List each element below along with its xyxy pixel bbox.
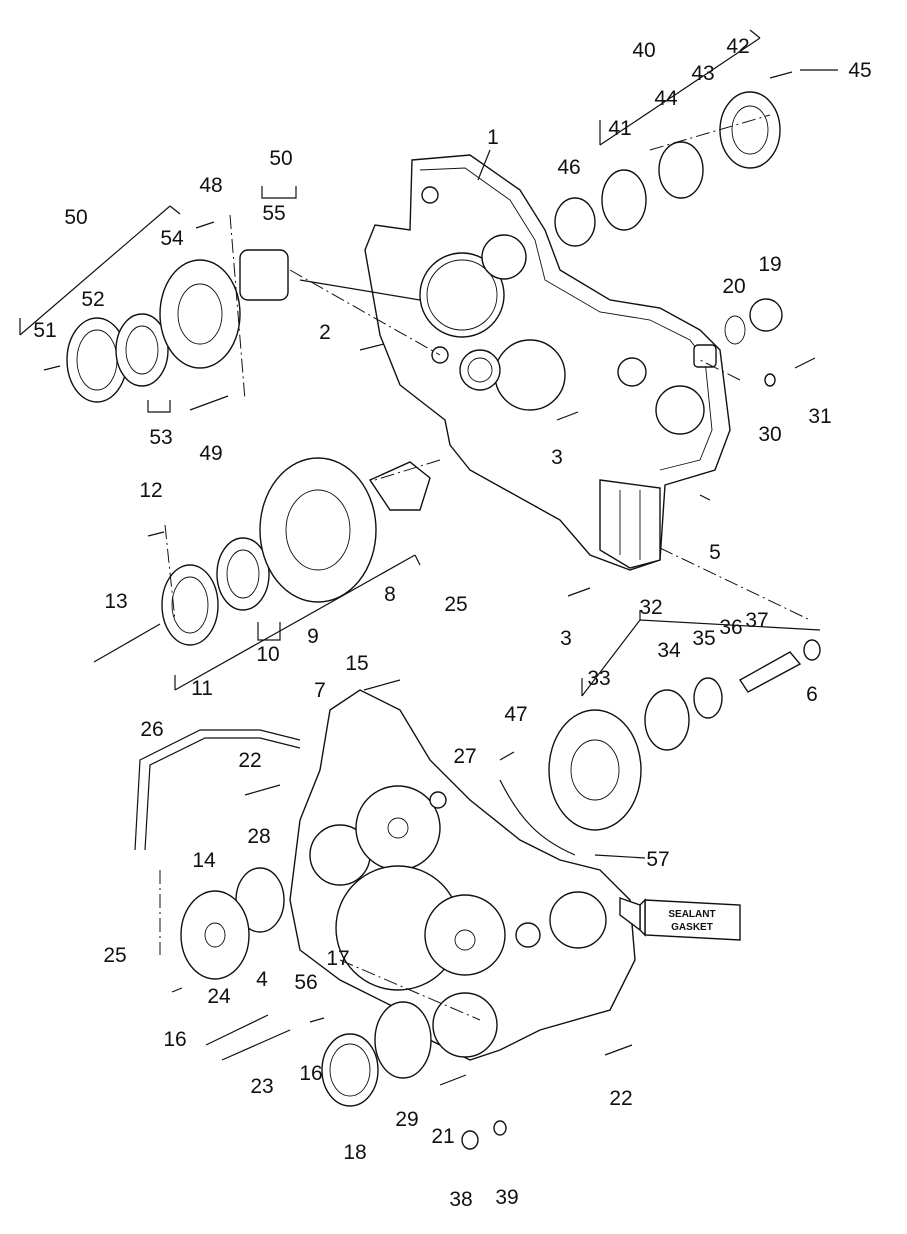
callout-47: 47 bbox=[504, 703, 527, 726]
callout-31: 31 bbox=[808, 405, 831, 428]
callout-30: 30 bbox=[758, 423, 781, 446]
callout-22: 22 bbox=[238, 749, 261, 772]
callout-35: 35 bbox=[692, 627, 715, 650]
callout-11: 11 bbox=[191, 677, 213, 700]
callout-48: 48 bbox=[199, 174, 222, 197]
callout-46: 46 bbox=[557, 156, 580, 179]
callout-21: 21 bbox=[431, 1125, 454, 1148]
callout-40: 40 bbox=[632, 39, 655, 62]
callout-16: 16 bbox=[299, 1062, 322, 1085]
callout-8: 8 bbox=[384, 583, 396, 606]
callout-24: 24 bbox=[207, 985, 231, 1008]
idler-gear-assembly-top bbox=[43, 221, 289, 411]
callout-32: 32 bbox=[639, 596, 662, 619]
leader-lines bbox=[19, 29, 838, 859]
callout-56: 56 bbox=[294, 971, 317, 994]
callout-15: 15 bbox=[345, 652, 368, 675]
callout-22: 22 bbox=[609, 1087, 632, 1110]
callout-17: 17 bbox=[326, 947, 349, 970]
callout-3: 3 bbox=[560, 627, 572, 650]
idler-gear-assembly-middle bbox=[93, 457, 431, 691]
callout-4: 4 bbox=[256, 968, 268, 991]
callout-52: 52 bbox=[81, 288, 104, 311]
lower-gear-assembly bbox=[548, 639, 821, 831]
callout-9: 9 bbox=[307, 625, 319, 648]
callout-19: 19 bbox=[758, 253, 781, 276]
callout-5: 5 bbox=[709, 541, 721, 564]
callout-36: 36 bbox=[719, 616, 742, 639]
callout-14: 14 bbox=[192, 849, 216, 872]
callout-7: 7 bbox=[314, 679, 326, 702]
gear-case-housing bbox=[364, 154, 731, 571]
callout-2: 2 bbox=[319, 321, 331, 344]
callout-3: 3 bbox=[551, 446, 563, 469]
callout-6: 6 bbox=[806, 683, 818, 706]
callout-54: 54 bbox=[160, 227, 184, 250]
callout-12: 12 bbox=[139, 479, 162, 502]
callout-26: 26 bbox=[140, 718, 163, 741]
sealant-tube-label-line1: SEALANT bbox=[668, 909, 715, 920]
top-right-gear-parts bbox=[554, 71, 793, 247]
callout-49: 49 bbox=[199, 442, 222, 465]
callout-45: 45 bbox=[848, 59, 871, 82]
callout-1: 1 bbox=[487, 126, 499, 149]
callout-34: 34 bbox=[657, 639, 681, 662]
callout-42: 42 bbox=[726, 35, 749, 58]
callout-51: 51 bbox=[33, 319, 56, 342]
front-timing-cover bbox=[289, 689, 636, 1061]
callout-43: 43 bbox=[691, 62, 714, 85]
callout-38: 38 bbox=[449, 1188, 472, 1211]
callout-10: 10 bbox=[256, 643, 279, 666]
callout-18: 18 bbox=[343, 1141, 366, 1164]
callout-16: 16 bbox=[163, 1028, 186, 1051]
callout-13: 13 bbox=[104, 590, 127, 613]
callout-labels: 1 2 3 3 4 5 6 7 8 9 10 11 12 13 14 15 16… bbox=[33, 35, 871, 1211]
callout-50: 50 bbox=[64, 206, 87, 229]
callout-50: 50 bbox=[269, 147, 292, 170]
callout-37: 37 bbox=[745, 609, 768, 632]
callout-28: 28 bbox=[247, 825, 270, 848]
callout-33: 33 bbox=[587, 667, 610, 690]
misc-small-parts bbox=[134, 298, 816, 1150]
callout-53: 53 bbox=[149, 426, 172, 449]
callout-44: 44 bbox=[654, 87, 678, 110]
callout-57: 57 bbox=[646, 848, 669, 871]
callout-25: 25 bbox=[103, 944, 126, 967]
callout-23: 23 bbox=[250, 1075, 273, 1098]
callout-27: 27 bbox=[453, 745, 476, 768]
sealant-tube-label-line2: GASKET bbox=[671, 922, 713, 933]
callout-41: 41 bbox=[608, 117, 631, 140]
callout-39: 39 bbox=[495, 1186, 518, 1209]
sealant-gasket-tube-icon: SEALANT GASKET bbox=[619, 897, 741, 941]
callout-25: 25 bbox=[444, 593, 467, 616]
callout-55: 55 bbox=[262, 202, 285, 225]
callout-20: 20 bbox=[722, 275, 745, 298]
assembly-center-lines bbox=[159, 114, 811, 1021]
callout-29: 29 bbox=[395, 1108, 418, 1131]
